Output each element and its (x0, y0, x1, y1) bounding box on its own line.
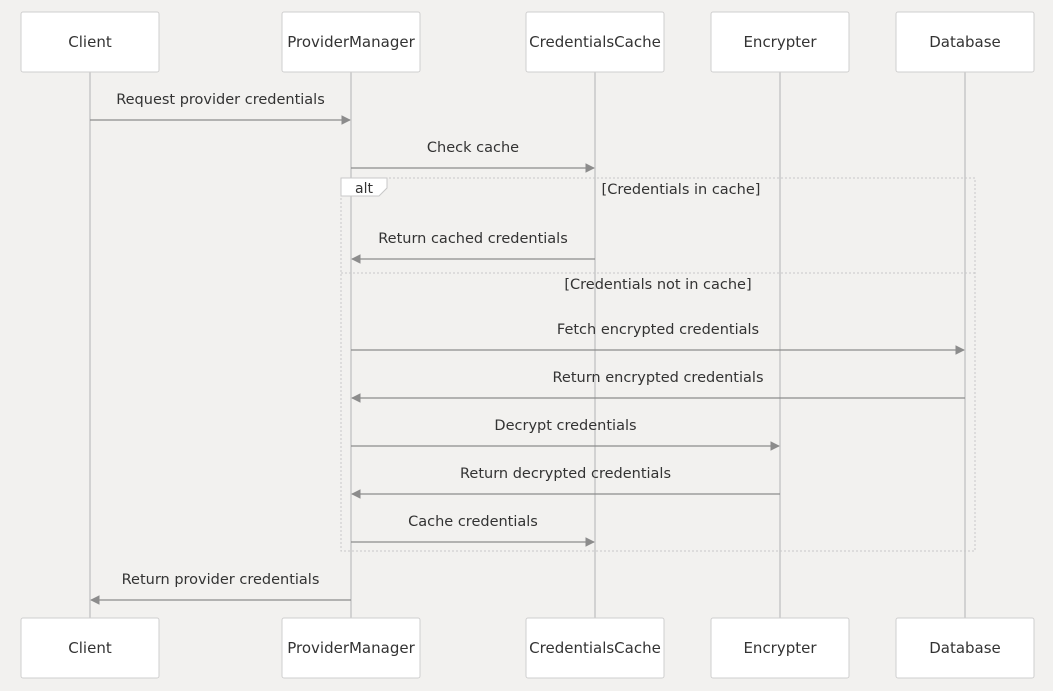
lifelines (89, 72, 966, 618)
participant-box (710, 617, 850, 679)
participant-box (710, 11, 850, 73)
participant-top-encrypter: Encrypter (710, 11, 850, 73)
participant-box (281, 11, 421, 73)
participant-top-credentials-cache: CredentialsCache (525, 11, 665, 73)
participant-label: Database (929, 33, 1001, 51)
participant-label: CredentialsCache (529, 639, 661, 657)
participant-label: CredentialsCache (529, 33, 661, 51)
message-label: Check cache (427, 140, 519, 156)
message-label: Return cached credentials (378, 231, 568, 247)
participant-label: Client (68, 639, 112, 657)
message-label: Decrypt credentials (494, 418, 636, 434)
participant-box (895, 11, 1035, 73)
alt-condition: [Credentials not in cache] (564, 277, 751, 293)
participant-label: Encrypter (743, 33, 817, 51)
message-request-provider-credentials: Request provider credentials (90, 92, 351, 125)
participant-label: Database (929, 639, 1001, 657)
message-label: Request provider credentials (116, 92, 325, 108)
participant-box (20, 11, 160, 73)
participant-box (281, 617, 421, 679)
alt-condition: [Credentials in cache] (602, 182, 761, 198)
participant-label: Encrypter (743, 639, 817, 657)
message-check-cache: Check cache (351, 140, 595, 173)
participant-label: Client (68, 33, 112, 51)
participant-bottom-client: Client (20, 617, 160, 679)
message-cache-credentials: Cache credentials (351, 514, 595, 547)
message-return-provider-credentials: Return provider credentials (90, 572, 351, 605)
alt-keyword: alt (355, 181, 373, 197)
participant-bottom-credentials-cache: CredentialsCache (525, 617, 665, 679)
participant-label: ProviderManager (287, 33, 415, 51)
message-return-decrypted-credentials: Return decrypted credentials (351, 466, 780, 499)
message-return-encrypted-credentials: Return encrypted credentials (351, 370, 965, 403)
participant-label: ProviderManager (287, 639, 415, 657)
message-decrypt-credentials: Decrypt credentials (351, 418, 780, 451)
participant-bottom-provider-manager: ProviderManager (281, 617, 421, 679)
participant-bottom-database: Database (895, 617, 1035, 679)
participant-box (525, 11, 665, 73)
message-label: Return provider credentials (122, 572, 320, 588)
message-return-cached-credentials: Return cached credentials (351, 231, 595, 264)
participant-bottom-encrypter: Encrypter (710, 617, 850, 679)
message-fetch-encrypted-credentials: Fetch encrypted credentials (351, 322, 965, 355)
message-label: Return decrypted credentials (460, 466, 671, 482)
participant-top-client: Client (20, 11, 160, 73)
participant-top-database: Database (895, 11, 1035, 73)
participant-box (525, 617, 665, 679)
alt-tab (340, 177, 388, 197)
alt-fragment: alt [Credentials in cache] [Credentials no… (340, 177, 976, 552)
message-label: Fetch encrypted credentials (557, 322, 759, 338)
participant-box (20, 617, 160, 679)
message-label: Return encrypted credentials (552, 370, 763, 386)
participant-box (895, 617, 1035, 679)
alt-frame (340, 177, 976, 552)
participant-top-provider-manager: ProviderManager (281, 11, 421, 73)
message-label: Cache credentials (408, 514, 538, 530)
